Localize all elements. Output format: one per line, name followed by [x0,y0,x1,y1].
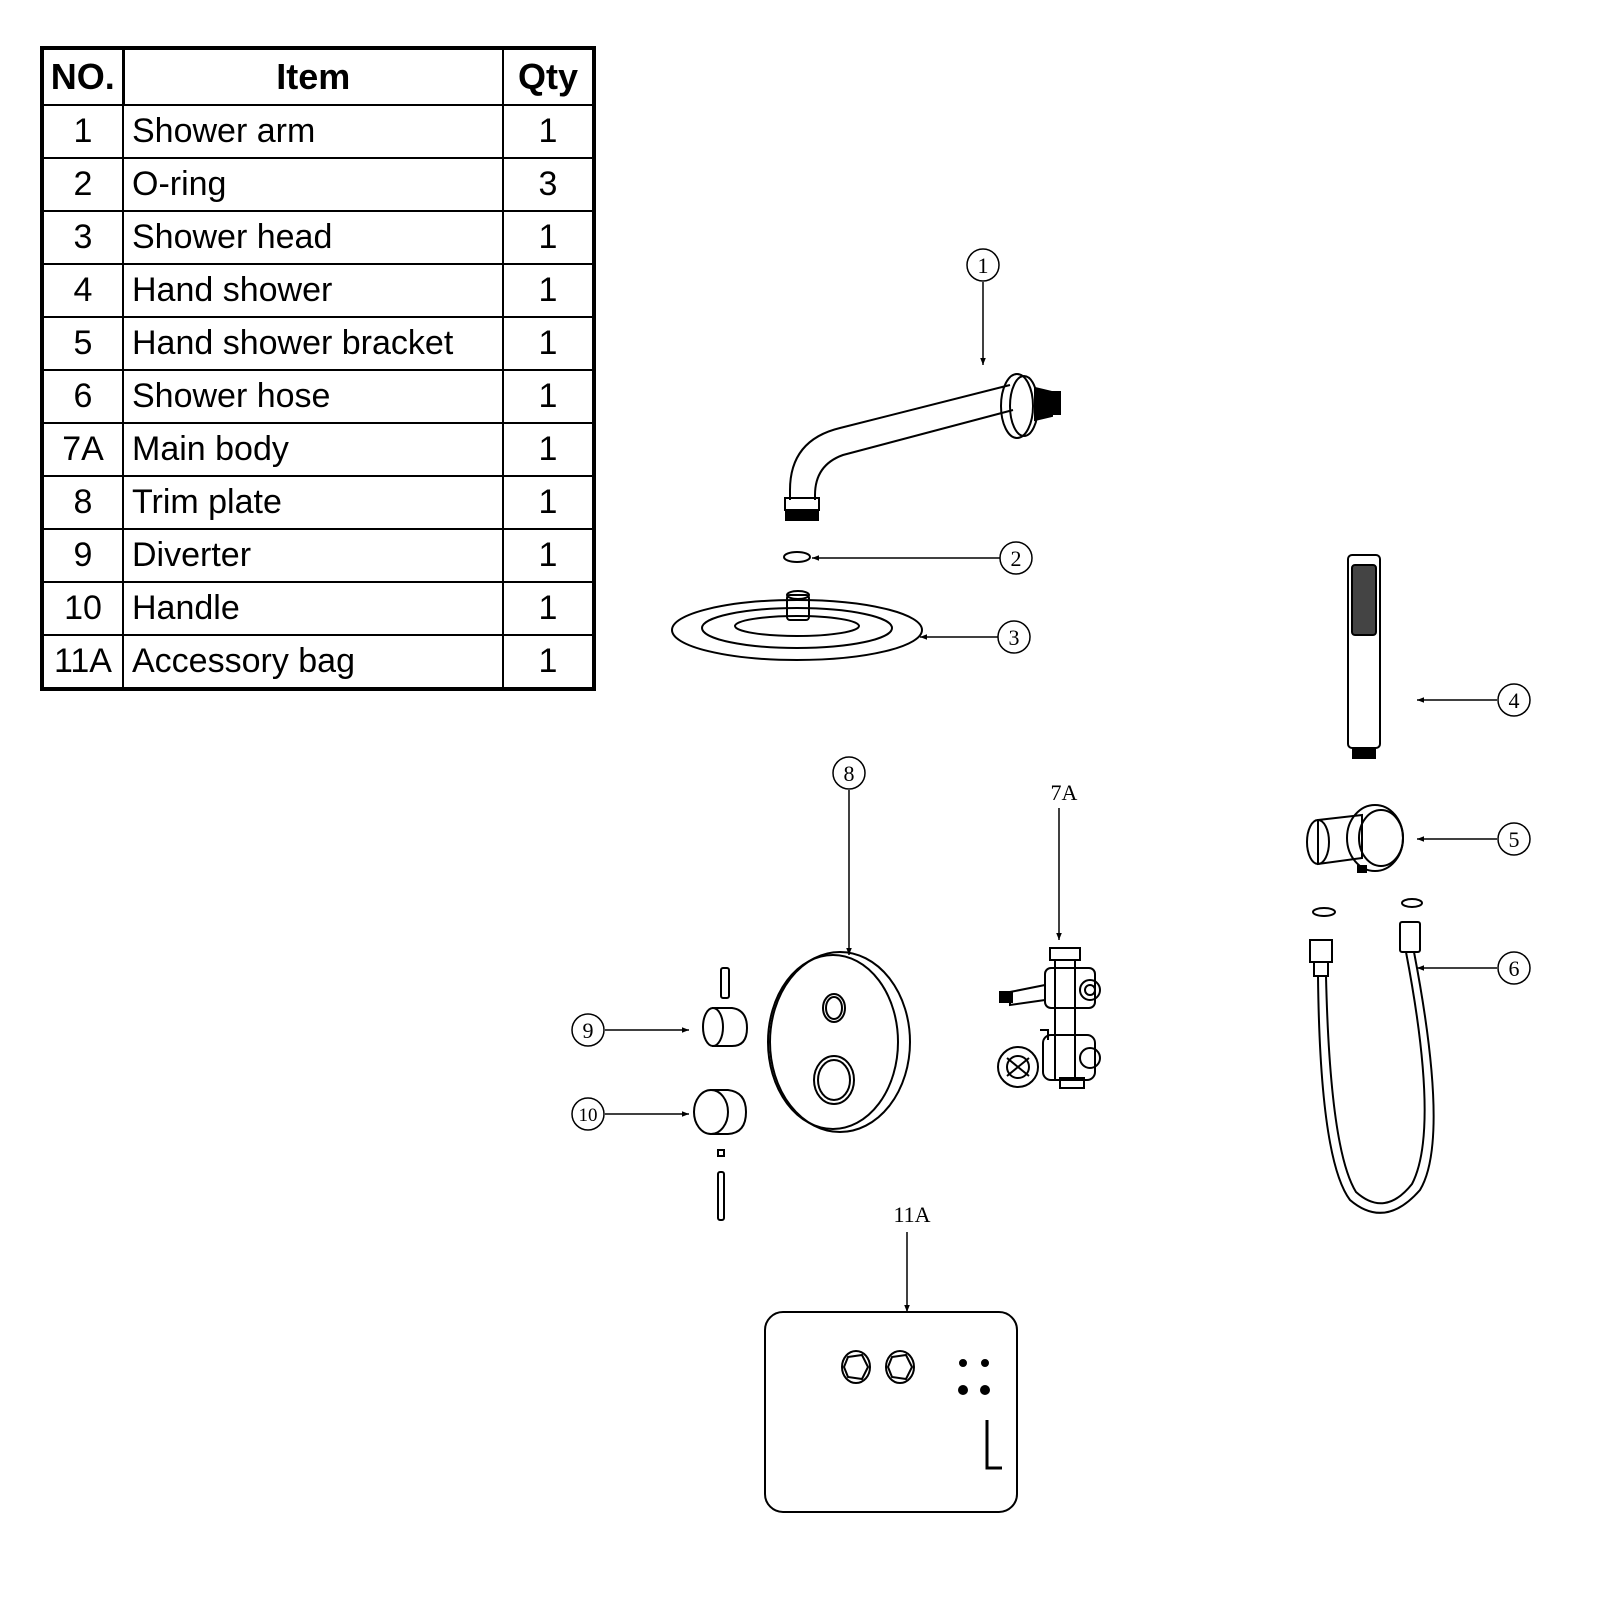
row-no: 11A [41,634,124,690]
hand-shower-bracket-icon [1306,804,1404,873]
callout-6: 6 [1509,956,1520,981]
row-qty: 1 [502,528,595,583]
row-no: 8 [41,475,124,530]
leader-lines [605,282,1497,1312]
row-item: Handle [122,581,504,636]
header-no: NO. [41,47,125,106]
callout-10: 10 [579,1105,598,1126]
row-no: 7A [41,422,124,477]
row-item: Shower hose [122,369,504,424]
row-qty: 1 [502,634,595,690]
row-qty: 1 [502,475,595,530]
row-qty: 1 [502,210,595,265]
callout-4: 4 [1509,688,1520,713]
o-ring-icon [783,551,811,563]
accessory-bag-icon [764,1311,1018,1513]
main-body-valve-icon [997,947,1101,1089]
callout-7a: 7A [1051,780,1078,805]
callout-8: 8 [844,761,855,786]
row-no: 4 [41,263,124,318]
shower-arm-icon [784,373,1061,521]
row-item: Main body [122,422,504,477]
hand-shower-icon [1347,554,1381,759]
row-qty: 1 [502,104,595,159]
row-qty: 1 [502,581,595,636]
row-no: 5 [41,316,124,371]
row-no: 9 [41,528,124,583]
table-header-row: NO. Item Qty [41,47,595,106]
row-no: 1 [41,104,124,159]
callout-1: 1 [978,253,989,278]
row-qty: 3 [502,157,595,212]
row-item: Shower arm [122,104,504,159]
row-no: 3 [41,210,124,265]
row-qty: 1 [502,422,595,477]
trim-plate-icon [767,951,911,1133]
row-item: Hand shower bracket [122,316,504,371]
row-item: Hand shower [122,263,504,318]
row-no: 10 [41,581,124,636]
shower-hose-icon [1309,898,1435,1214]
row-item: Trim plate [122,475,504,530]
row-item: O-ring [122,157,504,212]
row-no: 2 [41,157,124,212]
row-item: Accessory bag [122,634,504,690]
diverter-icon [702,967,749,1047]
handle-icon [693,1089,748,1221]
row-no: 6 [41,369,124,424]
header-item: Item [122,47,504,106]
callout-2: 2 [1011,546,1022,571]
row-qty: 1 [502,316,595,371]
callout-3: 3 [1009,625,1020,650]
callout-11a: 11A [893,1202,930,1227]
callout-5: 5 [1509,827,1520,852]
row-qty: 1 [502,263,595,318]
row-qty: 1 [502,369,595,424]
row-item: Shower head [122,210,504,265]
shower-head-icon [671,590,923,661]
row-item: Diverter [122,528,504,583]
callout-9: 9 [583,1018,594,1043]
header-qty: Qty [502,47,595,106]
callout-circles [571,248,1531,1131]
